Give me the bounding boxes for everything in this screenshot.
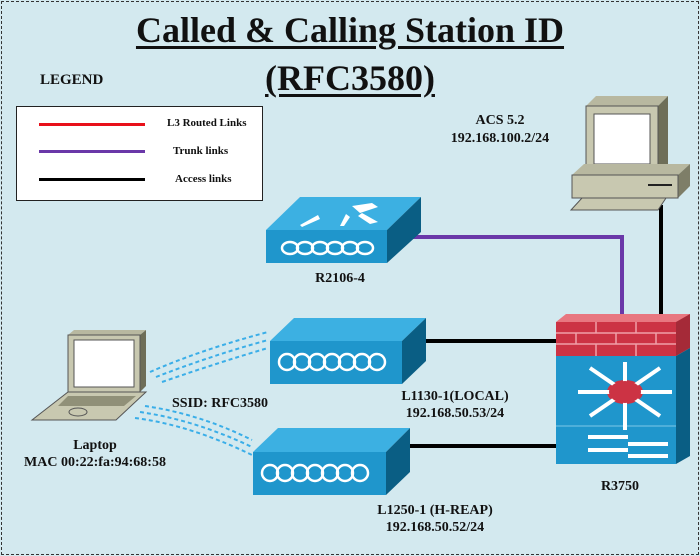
legend-l3-routed-label: L3 Routed Links [167,117,247,129]
ssid-label: SSID: RFC3580 [171,396,269,411]
ap1-ip-label: 192.168.50.53/24 [405,406,505,421]
legend-trunk-label: Trunk links [173,145,229,157]
laptop-icon[interactable] [30,330,148,421]
laptop-name-label: Laptop [73,438,117,453]
ap1-name-label: L1130-1(LOCAL) [401,389,509,404]
diagram-title: Called & Calling Station ID [135,10,565,50]
wireless-link-ap2 [134,405,253,456]
legend-title: LEGEND [40,72,104,88]
router-name-label: R2106-4 [315,271,365,286]
ap2-name-label: L1250-1 (H-REAP) [377,503,493,518]
acs-name-label: ACS 5.2 [475,113,525,128]
trunk-link-router-switch [412,235,624,318]
switch-name-label: R3750 [600,479,640,494]
diagram-subtitle: (RFC3580) [265,58,435,98]
wireless-link-ap1 [149,331,269,383]
laptop-mac-label: MAC 00:22:fa:94:68:58 [24,455,166,470]
legend-access-line [39,178,145,181]
legend-l3-routed-line [39,123,145,126]
access-point-1-icon[interactable] [270,318,426,384]
workstation-icon[interactable] [569,96,690,211]
ap2-ip-label: 192.168.50.52/24 [385,520,485,535]
router-icon[interactable] [266,197,421,263]
legend-trunk-line [39,150,145,153]
legend-access-label: Access links [175,173,232,185]
multilayer-switch-firewall-icon[interactable] [556,314,690,464]
legend: L3 Routed Links Trunk links Access links [16,106,263,201]
acs-ip-label: 192.168.100.2/24 [450,131,550,146]
access-point-2-icon[interactable] [253,428,410,495]
